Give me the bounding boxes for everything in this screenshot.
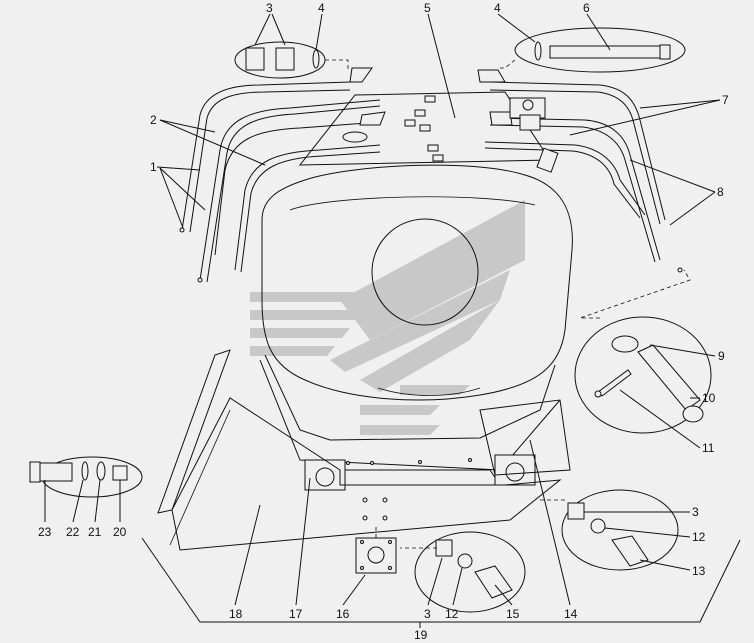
callout-4-top-left: 4 [318, 1, 325, 15]
side-panel [157, 349, 562, 551]
callout-14: 14 [564, 607, 578, 621]
callout-16: 16 [336, 607, 350, 621]
callout-23: 23 [38, 525, 52, 539]
group-9-10-11-bolt [574, 269, 712, 434]
callout-4-top-right: 4 [494, 1, 501, 15]
callout-3-top: 3 [266, 1, 273, 15]
callout-19: 19 [414, 628, 428, 642]
group-3-12-15-bolt [400, 531, 526, 613]
callout-8: 8 [717, 185, 724, 199]
callout-13: 13 [692, 564, 706, 578]
callout-3-bottom: 3 [424, 607, 431, 621]
left-straps [179, 67, 386, 283]
callout-3-right: 3 [692, 505, 699, 519]
callout-11: 11 [702, 441, 715, 455]
callout-21: 21 [88, 525, 102, 539]
callout-5: 5 [424, 1, 431, 15]
callout-6: 6 [583, 1, 590, 15]
callout-17: 17 [289, 607, 303, 621]
cradle-frame [259, 354, 571, 491]
tank-filler-opening [371, 218, 479, 326]
group-3-12-13-bolt [540, 489, 679, 571]
fuel-sender-unit [509, 97, 559, 173]
callout-1: 1 [150, 160, 157, 174]
watermark-logo [250, 200, 525, 435]
callout-9: 9 [718, 349, 725, 363]
right-straps [477, 69, 683, 273]
group-4-6-pin [498, 27, 686, 73]
callout-20: 20 [113, 525, 127, 539]
group-3-4-nuts [234, 41, 349, 79]
callout-18: 18 [229, 607, 243, 621]
callout-12-right: 12 [692, 530, 706, 544]
bottom-bracket [355, 497, 397, 574]
callout-19-bracket [141, 537, 741, 628]
callout-12-bottom: 12 [445, 607, 459, 621]
callout-22: 22 [66, 525, 80, 539]
callout-7: 7 [722, 93, 729, 107]
callout-15: 15 [506, 607, 520, 621]
callout-10: 10 [702, 391, 716, 405]
fuel-tank [261, 164, 573, 401]
leader-lines [44, 13, 721, 606]
callout-labels: 1 2 3 4 5 4 6 7 8 9 10 11 3 12 13 23 22 … [38, 1, 729, 642]
group-20-23-hardware [29, 456, 143, 498]
callout-2: 2 [150, 113, 157, 127]
